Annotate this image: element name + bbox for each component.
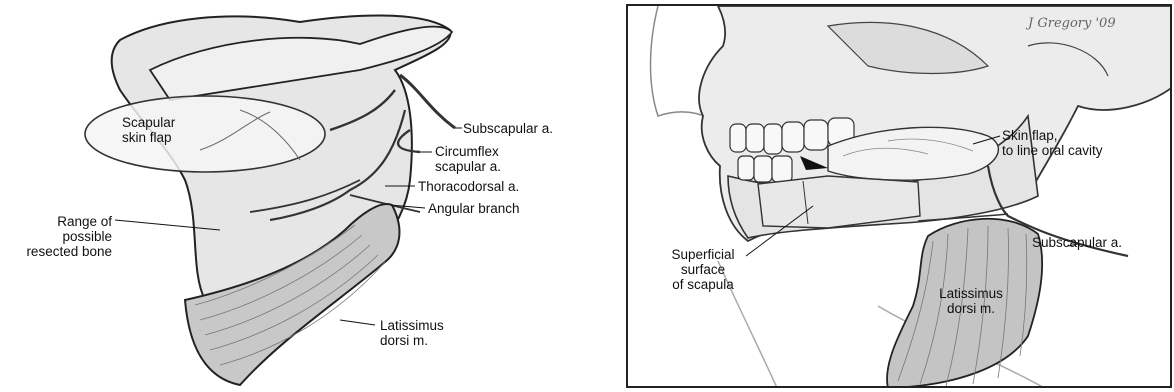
scapula-illustration (0, 0, 600, 392)
label-subscapular-artery-right: Subscapular a. (1032, 235, 1122, 250)
label-thoracodorsal-artery: Thoracodorsal a. (418, 179, 519, 194)
skin-flap-ellipse (85, 96, 325, 172)
label-angular-branch: Angular branch (428, 201, 520, 216)
label-subscapular-artery: Subscapular a. (463, 121, 553, 136)
artist-signature: J Gregory '09 (1028, 16, 1116, 31)
right-illustration-panel: J Gregory '09 Skin flap,to line oral cav… (626, 4, 1172, 388)
skull-illustration (628, 6, 1172, 388)
label-skin-flap-oral-cavity: Skin flap,to line oral cavity (1002, 128, 1103, 158)
